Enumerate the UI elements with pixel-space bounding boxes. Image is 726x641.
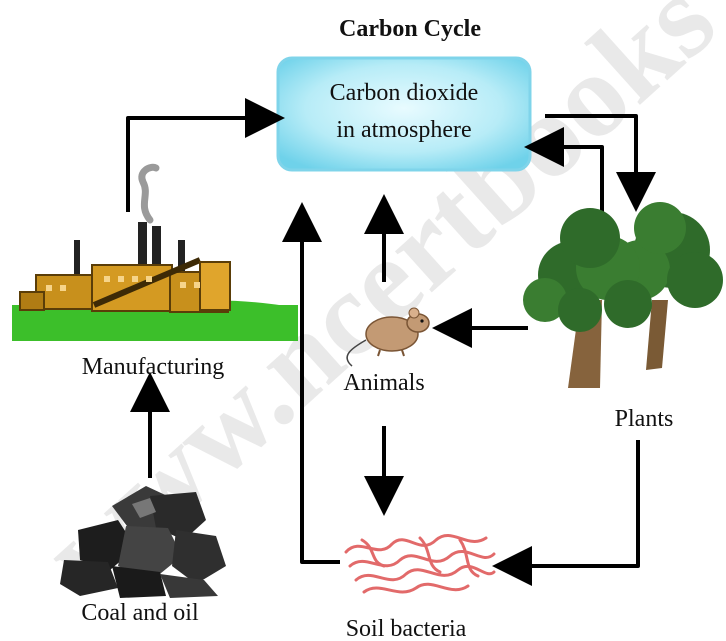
cycle-arrows [126,98,656,586]
arrow-soil-to-atmosphere [282,202,340,564]
animals-label: Animals [343,370,424,396]
arrow-plants-to-soil [492,440,640,586]
factory-icon [12,163,298,341]
diagram-title: Carbon Cycle [339,16,481,42]
arrow-atmosphere-to-plants [545,114,656,212]
arrow-plants-to-atmosphere [524,127,604,228]
atmosphere-label-line1: Carbon dioxide [330,80,479,106]
soil-bacteria-label: Soil bacteria [346,616,467,641]
rat-icon [346,307,430,367]
coal-icon [60,486,226,598]
bacteria-icon [344,533,496,594]
atmosphere-box [276,56,532,172]
atmosphere-label-line2: in atmosphere [336,117,471,143]
arrow-manufacturing-to-atmosphere [126,98,285,212]
manufacturing-label: Manufacturing [82,354,225,380]
coal-and-oil-label: Coal and oil [81,600,199,626]
atmosphere-node: Carbon dioxide in atmosphere [276,56,532,172]
trees-icon [523,202,723,388]
plants-label: Plants [615,406,674,432]
